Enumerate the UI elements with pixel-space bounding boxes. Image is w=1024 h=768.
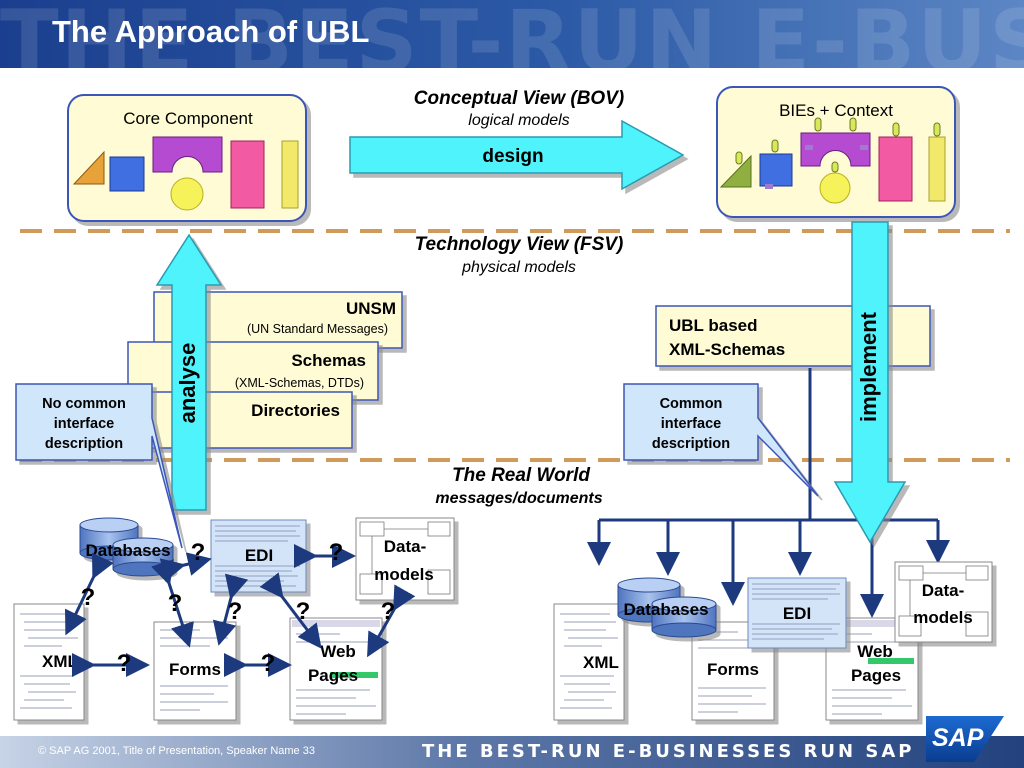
no-common-line1: No common bbox=[42, 396, 126, 412]
right-web-label-line2: Pages bbox=[851, 666, 901, 685]
core-component-label: Core Component bbox=[123, 109, 253, 128]
sap-logo-text: SAP bbox=[932, 724, 984, 752]
question-mark-6: ? bbox=[296, 598, 311, 625]
messages-documents-label: messages/documents bbox=[435, 490, 602, 507]
logical-models-label: logical models bbox=[468, 112, 569, 129]
square-context-icon bbox=[759, 153, 793, 187]
left-edi-document: EDI bbox=[210, 519, 307, 593]
header-watermark: THE BEST-RUN E-BUSINESSES bbox=[0, 0, 1024, 68]
left-xml-label: XML bbox=[42, 652, 78, 671]
ubl-diagram: Core Component Conceptual View (BOV) log… bbox=[13, 86, 1010, 721]
directories-label: Directories bbox=[251, 401, 340, 420]
bies-context-label: BIEs + Context bbox=[779, 101, 893, 120]
right-forms-document: Forms bbox=[691, 621, 775, 721]
question-mark-8: ? bbox=[117, 650, 132, 677]
question-mark-7: ? bbox=[381, 598, 396, 625]
footer-slogan: THE BEST-RUN E-BUSINESSES RUN SAP bbox=[422, 741, 915, 762]
question-mark-2: ? bbox=[329, 539, 344, 566]
schemas-label: Schemas bbox=[291, 351, 366, 370]
design-arrow: design bbox=[349, 119, 685, 191]
question-mark-1: ? bbox=[191, 539, 206, 566]
slide-footer: © SAP AG 2001, Title of Presentation, Sp… bbox=[0, 736, 1024, 768]
common-line1: Common bbox=[660, 396, 723, 412]
unsm-label: UNSM bbox=[346, 299, 396, 318]
bar-shape-icon bbox=[281, 140, 299, 209]
right-xml-document: XML bbox=[553, 603, 625, 721]
no-common-interface-callout: No common interface description bbox=[15, 383, 183, 549]
real-world-label: The Real World bbox=[452, 465, 590, 486]
context-tags bbox=[765, 145, 868, 189]
footer-copyright: © SAP AG 2001, Title of Presentation, Sp… bbox=[38, 745, 315, 757]
triangle-shape-icon bbox=[72, 150, 105, 185]
square-shape-icon bbox=[109, 156, 145, 192]
right-databases: Databases bbox=[617, 577, 717, 638]
left-web-label-line1: Web bbox=[320, 642, 356, 661]
right-edi-label: EDI bbox=[783, 604, 811, 623]
common-line2: interface bbox=[661, 416, 721, 432]
conceptual-view-label: Conceptual View (BOV) bbox=[414, 88, 624, 109]
left-databases-label: Databases bbox=[85, 541, 170, 560]
question-mark-5: ? bbox=[228, 598, 243, 625]
no-common-line2: interface bbox=[54, 416, 114, 432]
implement-arrow: implement bbox=[833, 221, 907, 544]
analyse-label: analyse bbox=[175, 343, 200, 424]
left-forms-label: Forms bbox=[169, 660, 221, 679]
unsm-sublabel: (UN Standard Messages) bbox=[247, 322, 388, 336]
analyse-arrow: analyse bbox=[155, 233, 223, 511]
design-label: design bbox=[482, 146, 543, 167]
physical-models-label: physical models bbox=[461, 259, 576, 276]
common-line3: description bbox=[652, 436, 730, 452]
left-web-label-line2: Pages bbox=[308, 666, 358, 685]
right-forms-label: Forms bbox=[707, 660, 759, 679]
question-mark-3: ? bbox=[81, 584, 96, 611]
ubl-line1: UBL based bbox=[669, 316, 758, 335]
left-bidirectional-arrows bbox=[65, 544, 416, 677]
right-web-label-line1: Web bbox=[857, 642, 893, 661]
slide-header: THE BEST-RUN E-BUSINESSES The Approach o… bbox=[0, 0, 1024, 68]
left-data-models-line2: models bbox=[374, 565, 434, 584]
technology-view-label: Technology View (FSV) bbox=[415, 234, 624, 255]
circle-context-icon bbox=[819, 172, 851, 204]
arch-shape-icon bbox=[152, 136, 223, 173]
left-question-marks: ? ? ? ? ? ? ? ? ? bbox=[81, 539, 396, 677]
implement-label: implement bbox=[856, 311, 881, 422]
right-data-models-document: Data- models bbox=[894, 561, 993, 643]
common-interface-callout: Common interface description bbox=[623, 383, 819, 497]
bar-context-icon bbox=[928, 136, 946, 202]
context-pins bbox=[735, 117, 941, 173]
slide-title: The Approach of UBL bbox=[52, 14, 370, 49]
question-mark-9: ? bbox=[261, 650, 276, 677]
bies-context-box: BIEs + Context bbox=[716, 86, 956, 218]
right-databases-label: Databases bbox=[623, 600, 708, 619]
question-mark-4: ? bbox=[168, 590, 183, 617]
arch-context-icon bbox=[800, 132, 871, 167]
left-data-models-document: Data- models bbox=[355, 517, 455, 601]
ubl-schemas-box: UBL based XML-Schemas bbox=[655, 305, 931, 367]
ubl-line2: XML-Schemas bbox=[669, 340, 785, 359]
schemas-box: Schemas (XML-Schemas, DTDs) bbox=[127, 341, 379, 401]
rectangle-shape-icon bbox=[230, 140, 265, 209]
triangle-context-icon bbox=[719, 154, 752, 188]
left-web-pages-document: Web Pages bbox=[289, 617, 383, 721]
right-data-models-line1: Data- bbox=[922, 581, 965, 600]
left-edi-label: EDI bbox=[245, 546, 273, 565]
schemas-sublabel: (XML-Schemas, DTDs) bbox=[235, 376, 364, 390]
left-databases: Databases bbox=[79, 517, 174, 577]
left-forms-document: Forms bbox=[153, 621, 237, 721]
right-xml-label: XML bbox=[583, 653, 619, 672]
right-data-models-line2: models bbox=[913, 608, 973, 627]
no-common-line3: description bbox=[45, 436, 123, 452]
core-component-box: Core Component bbox=[67, 94, 307, 222]
left-data-models-line1: Data- bbox=[384, 537, 427, 556]
rectangle-context-icon bbox=[878, 136, 913, 202]
circle-shape-icon bbox=[170, 177, 204, 211]
right-edi-document: EDI bbox=[747, 577, 847, 649]
